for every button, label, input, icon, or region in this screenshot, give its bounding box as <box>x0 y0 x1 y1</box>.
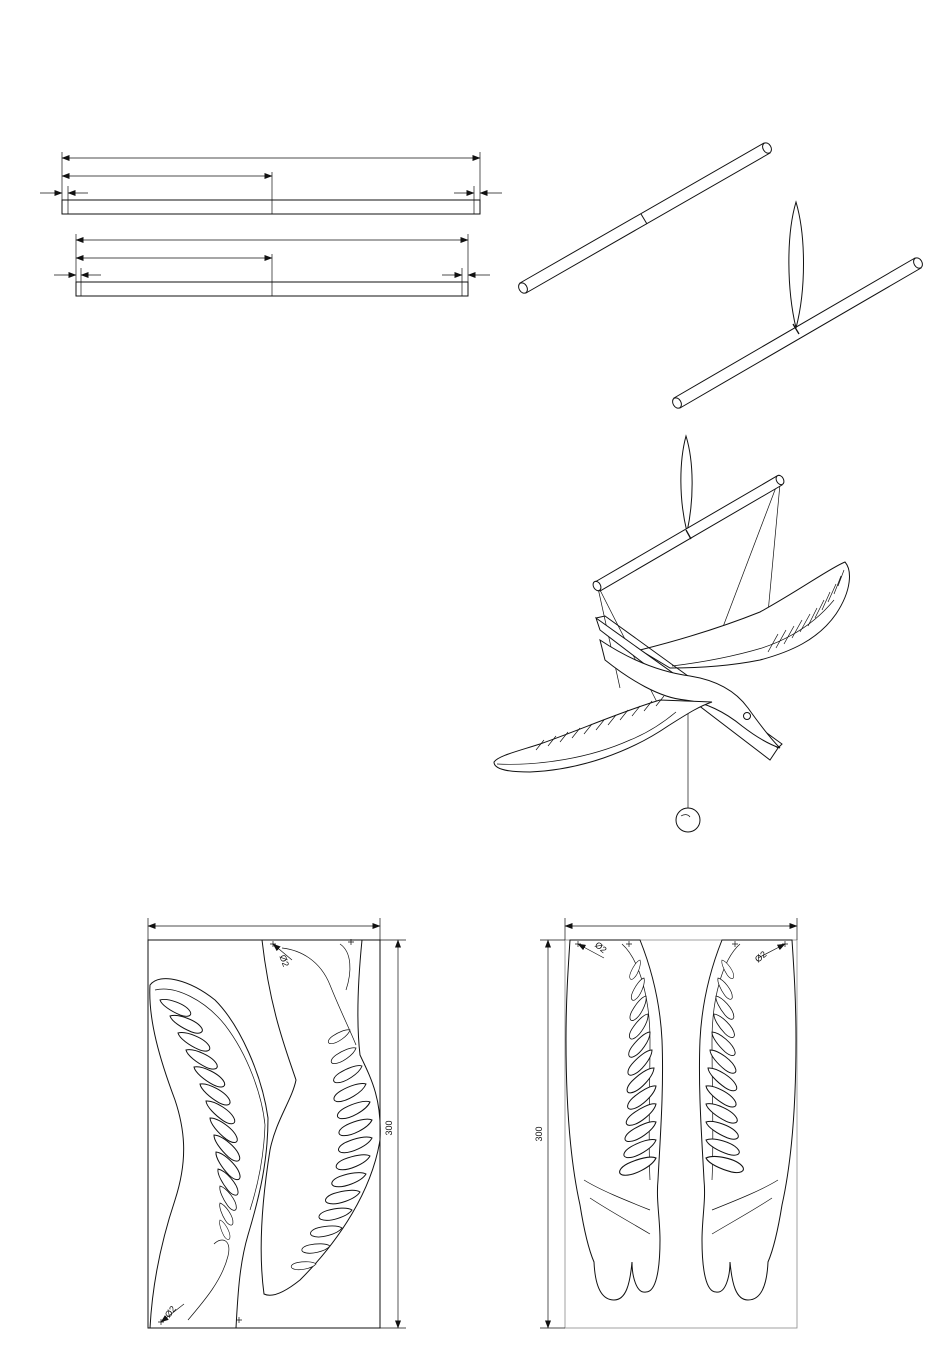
cutting-sheet-a: 300 <box>148 918 406 1328</box>
sheet-b-left-feathers <box>618 959 660 1178</box>
sheet-b-hole-label-left: Ø2 <box>593 940 609 955</box>
sheet-a-left-feathers <box>158 995 243 1241</box>
sheet-a-height-label: 300 <box>384 1120 394 1135</box>
hanging-loop-upper <box>789 202 804 328</box>
crosshair-icon <box>158 939 354 1325</box>
rod-drawing-upper <box>40 152 502 214</box>
cutting-sheet-b: 300 <box>534 918 797 1328</box>
iso-rod-upper <box>517 141 773 295</box>
sheet-b-hole-label-right: Ø2 <box>753 949 769 964</box>
rod-drawing-lower <box>54 234 490 296</box>
sheet-b-height-label: 300 <box>534 1126 544 1141</box>
sheet-b-right-feathers <box>703 958 745 1176</box>
iso-rod-lower <box>671 202 924 410</box>
sheet-a-right-feathers <box>291 1027 374 1270</box>
sheet-a-hole-label-bottom: Ø2 <box>163 1304 178 1320</box>
ball-weight-icon <box>676 808 700 832</box>
assembled-bird-mobile <box>494 436 849 832</box>
sheet-a-hole-label-top: Ø2 <box>277 953 291 968</box>
